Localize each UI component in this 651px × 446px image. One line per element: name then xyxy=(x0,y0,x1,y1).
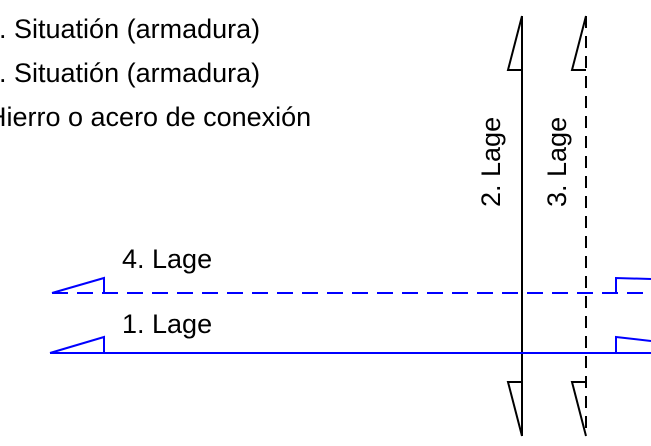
layer-2-label: 2. Lage xyxy=(476,117,506,207)
layer-3-bar xyxy=(570,15,587,437)
layer-2-bottom-hook xyxy=(506,381,523,437)
layer-3-bottom-hook xyxy=(570,381,587,437)
layer-1-left-hook xyxy=(49,335,105,354)
layer-3-top-hook xyxy=(570,15,587,71)
layer-1-right-hook xyxy=(615,335,651,353)
legend: 3. Situatión (armadura) 4. Situatión (ar… xyxy=(0,14,311,132)
layer-1-bar xyxy=(49,335,651,354)
layer-4-bar xyxy=(51,276,651,294)
layer-4-label: 4. Lage xyxy=(122,244,212,274)
legend-item-connection-steel: Hierro o acero de conexión xyxy=(0,102,311,132)
layer-4-right-hook xyxy=(615,276,651,293)
legend-item-4-situation: 4. Situatión (armadura) xyxy=(0,58,260,88)
layer-2-top-hook xyxy=(506,15,523,71)
layer-1-label: 1. Lage xyxy=(122,309,212,339)
legend-item-3-situation: 3. Situatión (armadura) xyxy=(0,14,260,44)
layer-4-left-hook xyxy=(51,276,105,294)
layer-2-bar xyxy=(506,15,523,437)
layer-3-label: 3. Lage xyxy=(542,117,572,207)
